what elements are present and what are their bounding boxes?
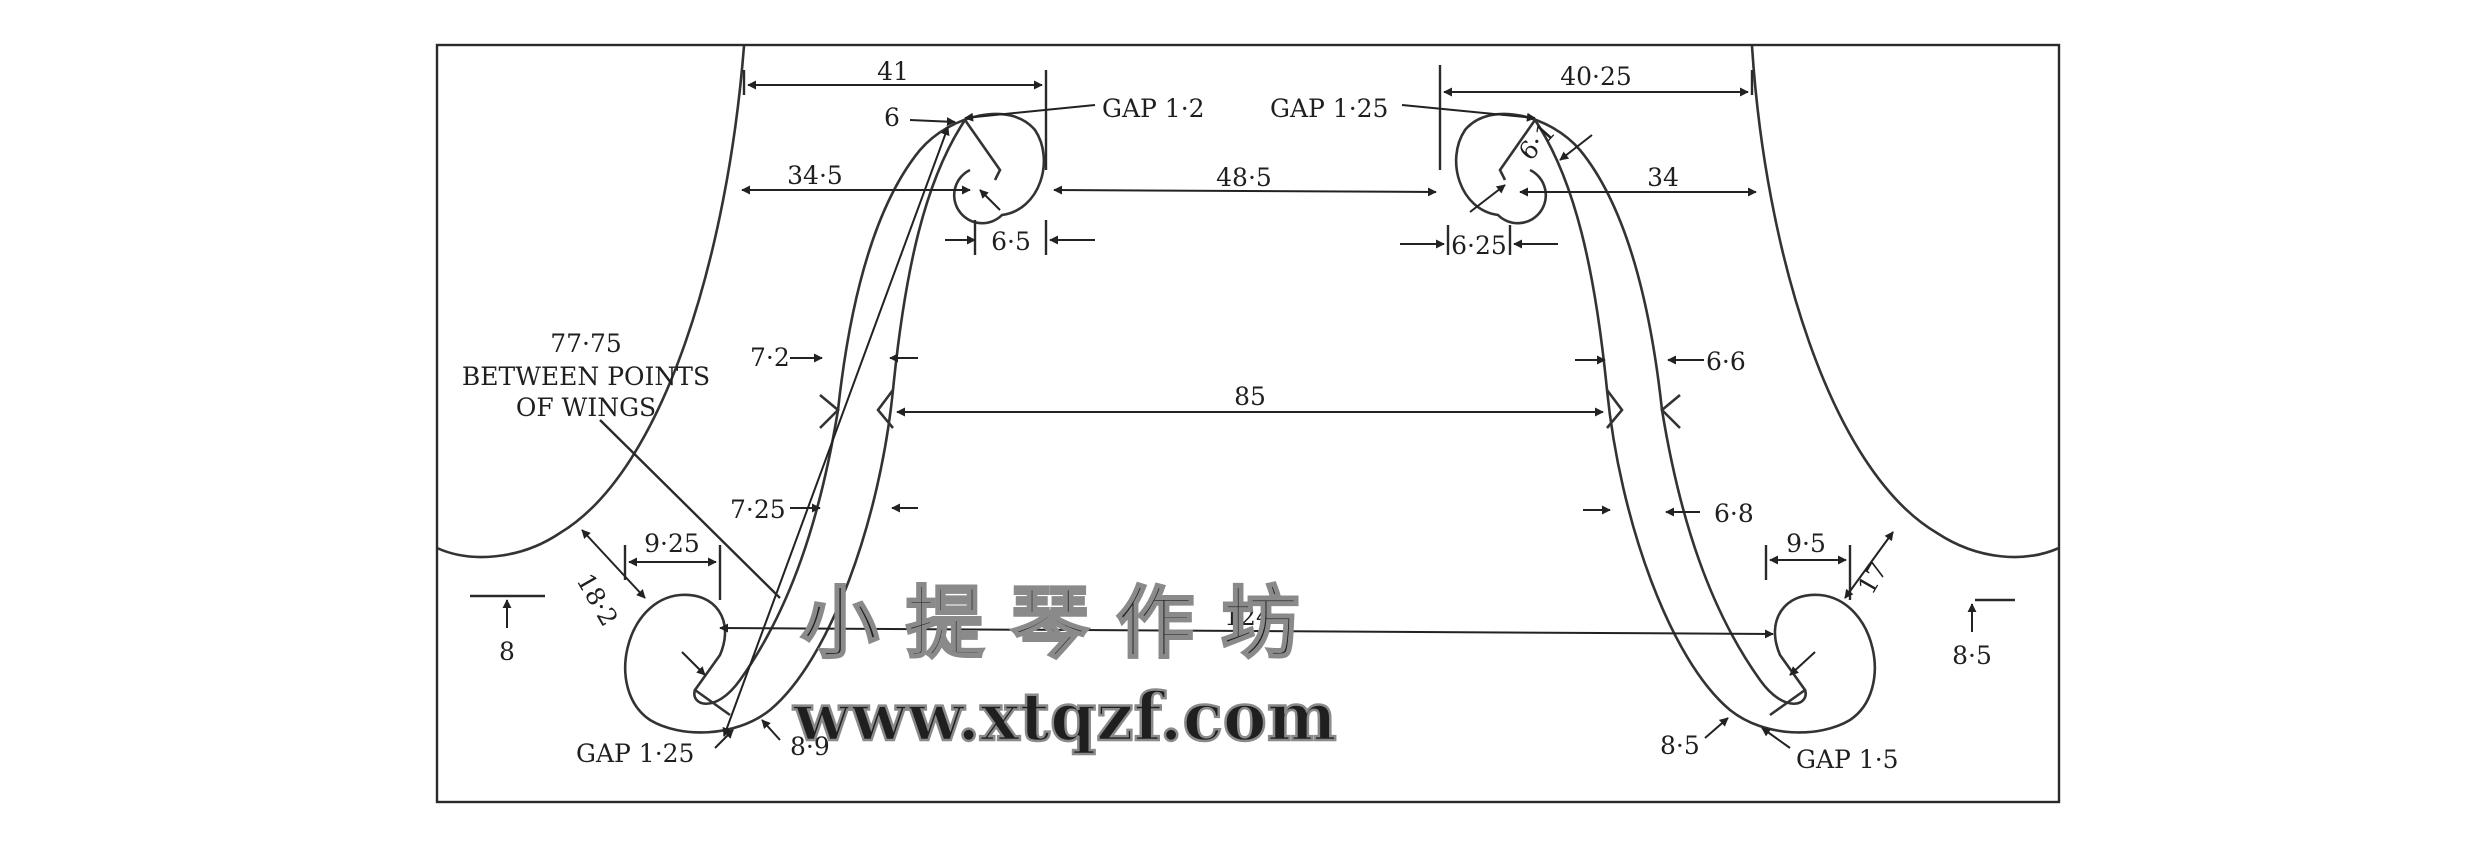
label-9-25: 9·25 — [644, 529, 700, 558]
label-7-2: 7·2 — [750, 343, 790, 372]
label-48-5: 48·5 — [1216, 163, 1272, 192]
dimension-lines — [470, 65, 2015, 749]
label-6-25: 6·25 — [1451, 231, 1507, 260]
right-upper-bout-curve — [1750, 45, 2060, 559]
label-18-2: 18·2 — [571, 569, 624, 632]
label-6-5: 6·5 — [991, 227, 1031, 256]
label-gap-bottom-right: GAP 1·5 — [1796, 745, 1899, 774]
label-8-9: 8·9 — [790, 732, 830, 761]
label-8-5-bottom: 8·5 — [1660, 731, 1700, 760]
label-17: 17 — [1852, 557, 1893, 599]
label-top-left-width: 41 — [877, 57, 909, 86]
label-gap-bottom-left: GAP 1·25 — [576, 739, 694, 768]
label-8: 8 — [499, 637, 515, 666]
label-top-right-width: 40·25 — [1560, 62, 1632, 91]
label-six: 6 — [884, 103, 900, 132]
label-7-25: 7·25 — [730, 495, 786, 524]
label-124: 124 — [1224, 602, 1272, 631]
label-8-5-right: 8·5 — [1952, 641, 1992, 670]
label-wing-note-1: 77·75 — [550, 329, 622, 358]
label-6-8: 6·8 — [1714, 499, 1754, 528]
label-34-5: 34·5 — [787, 161, 843, 190]
label-gap-top-left: GAP 1·2 — [1102, 94, 1205, 123]
label-34: 34 — [1647, 163, 1679, 192]
label-6-6: 6·6 — [1706, 347, 1746, 376]
label-9-5: 9·5 — [1786, 529, 1826, 558]
left-upper-bout-curve — [436, 45, 746, 559]
label-gap-top-right: GAP 1·25 — [1270, 94, 1388, 123]
label-85: 85 — [1234, 382, 1266, 411]
label-wing-note-2: BETWEEN POINTS — [462, 362, 710, 391]
right-f-hole — [1454, 112, 1877, 734]
watermark-chinese: 小 提 琴 作 坊 — [801, 578, 1300, 669]
watermark-url: www.xtqzf.com — [792, 678, 1336, 756]
label-six-one: 6·1 — [1513, 117, 1561, 166]
drawing-frame — [435, 43, 2061, 804]
label-wing-note-3: OF WINGS — [516, 393, 656, 422]
